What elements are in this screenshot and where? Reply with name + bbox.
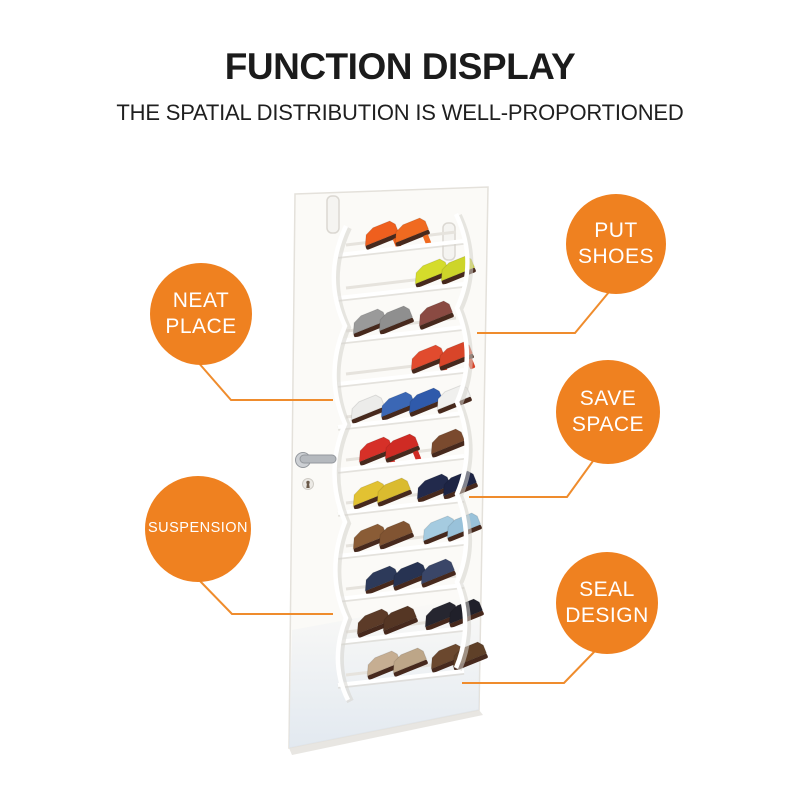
connector-neat-place <box>196 360 333 401</box>
callout-put-shoes: PUT SHOES <box>566 194 666 294</box>
callout-label: SUSPENSION <box>147 520 249 537</box>
callout-label: SAVE SPACE <box>571 387 645 436</box>
shoe <box>418 300 454 330</box>
callout-label: SEAL DESIGN <box>565 578 649 627</box>
shoe <box>378 305 414 335</box>
shoe <box>394 217 432 247</box>
callout-seal-design: SEAL DESIGN <box>556 552 658 654</box>
connector-seal-design <box>462 650 596 684</box>
shoe <box>378 520 414 550</box>
shoe <box>376 477 412 507</box>
connector-suspension <box>198 579 333 615</box>
callout-save-space: SAVE SPACE <box>556 360 660 464</box>
door-handle <box>295 452 337 468</box>
shoe <box>392 647 428 677</box>
page-title: FUNCTION DISPLAY <box>224 46 576 87</box>
shoe-rack-front-wires <box>337 239 465 689</box>
connector-lines <box>196 291 610 684</box>
callout-suspension: SUSPENSION <box>145 476 251 582</box>
page-subtitle: THE SPATIAL DISTRIBUTION IS WELL-PROPORT… <box>116 100 684 125</box>
header: FUNCTION DISPLAY THE SPATIAL DISTRIBUTIO… <box>0 0 800 126</box>
shoe <box>384 433 422 463</box>
shoe <box>420 558 456 588</box>
callout-neat-place: NEAT PLACE <box>150 263 252 365</box>
connector-put-shoes <box>477 291 610 334</box>
connector-save-space <box>469 460 594 498</box>
callout-label: PUT SHOES <box>577 219 655 268</box>
shoe <box>382 605 418 635</box>
keyhole <box>302 478 314 490</box>
shoes <box>350 217 488 680</box>
shoe-rack-side-rails <box>331 213 474 704</box>
callout-label: NEAT PLACE <box>165 289 237 338</box>
